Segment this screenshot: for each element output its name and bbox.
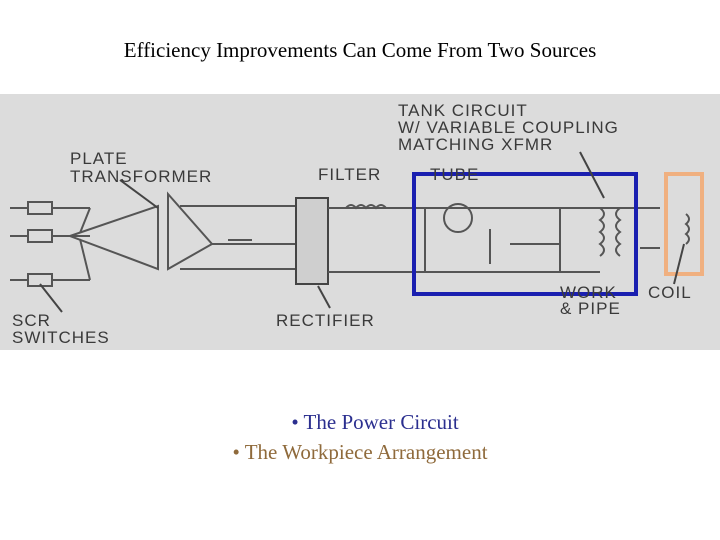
power-circuit-highlight [412, 172, 638, 296]
schematic-svg: PLATE TRANSFORMER FILTER TUBE TANK CIRCU… [10, 101, 704, 347]
tank-circuit-label-3: MATCHING XFMR [398, 135, 553, 154]
bullet-power-circuit-text: The Power Circuit [303, 410, 459, 434]
bullet-workpiece: • The Workpiece Arrangement [232, 440, 488, 464]
pointer-arrows [39, 151, 685, 313]
induction-heater-schematic: PLATE TRANSFORMER FILTER TUBE TANK CIRCU… [0, 94, 720, 350]
tank-circuit [424, 203, 690, 272]
work-label-1: WORK [560, 283, 617, 302]
plate-transformer-label: PLATE [70, 149, 128, 168]
bullet-power-circuit: • The Power Circuit [291, 410, 459, 434]
scr-label-2: SWITCHES [12, 328, 110, 347]
work-label-2: & PIPE [560, 299, 621, 318]
plate-transformer [67, 191, 300, 281]
bullet-workpiece-text: The Workpiece Arrangement [244, 440, 488, 464]
plate-transformer-label-2: TRANSFORMER [70, 167, 212, 186]
coil-label: COIL [648, 283, 692, 302]
workpiece-highlight [664, 172, 704, 276]
tank-circuit-label-2: W/ VARIABLE COUPLING [398, 118, 619, 137]
scr-inputs [10, 201, 90, 287]
slide-title: Efficiency Improvements Can Come From Tw… [123, 38, 597, 62]
bullet-list: • The Power Circuit • The Workpiece Arra… [0, 407, 720, 467]
rectifier-block [295, 197, 329, 285]
tube-label: TUBE [430, 165, 479, 184]
rectifier-label: RECTIFIER [276, 311, 375, 330]
scr-label-1: SCR [12, 311, 51, 330]
tank-circuit-label-1: TANK CIRCUIT [398, 101, 528, 120]
filter-label: FILTER [318, 165, 381, 184]
